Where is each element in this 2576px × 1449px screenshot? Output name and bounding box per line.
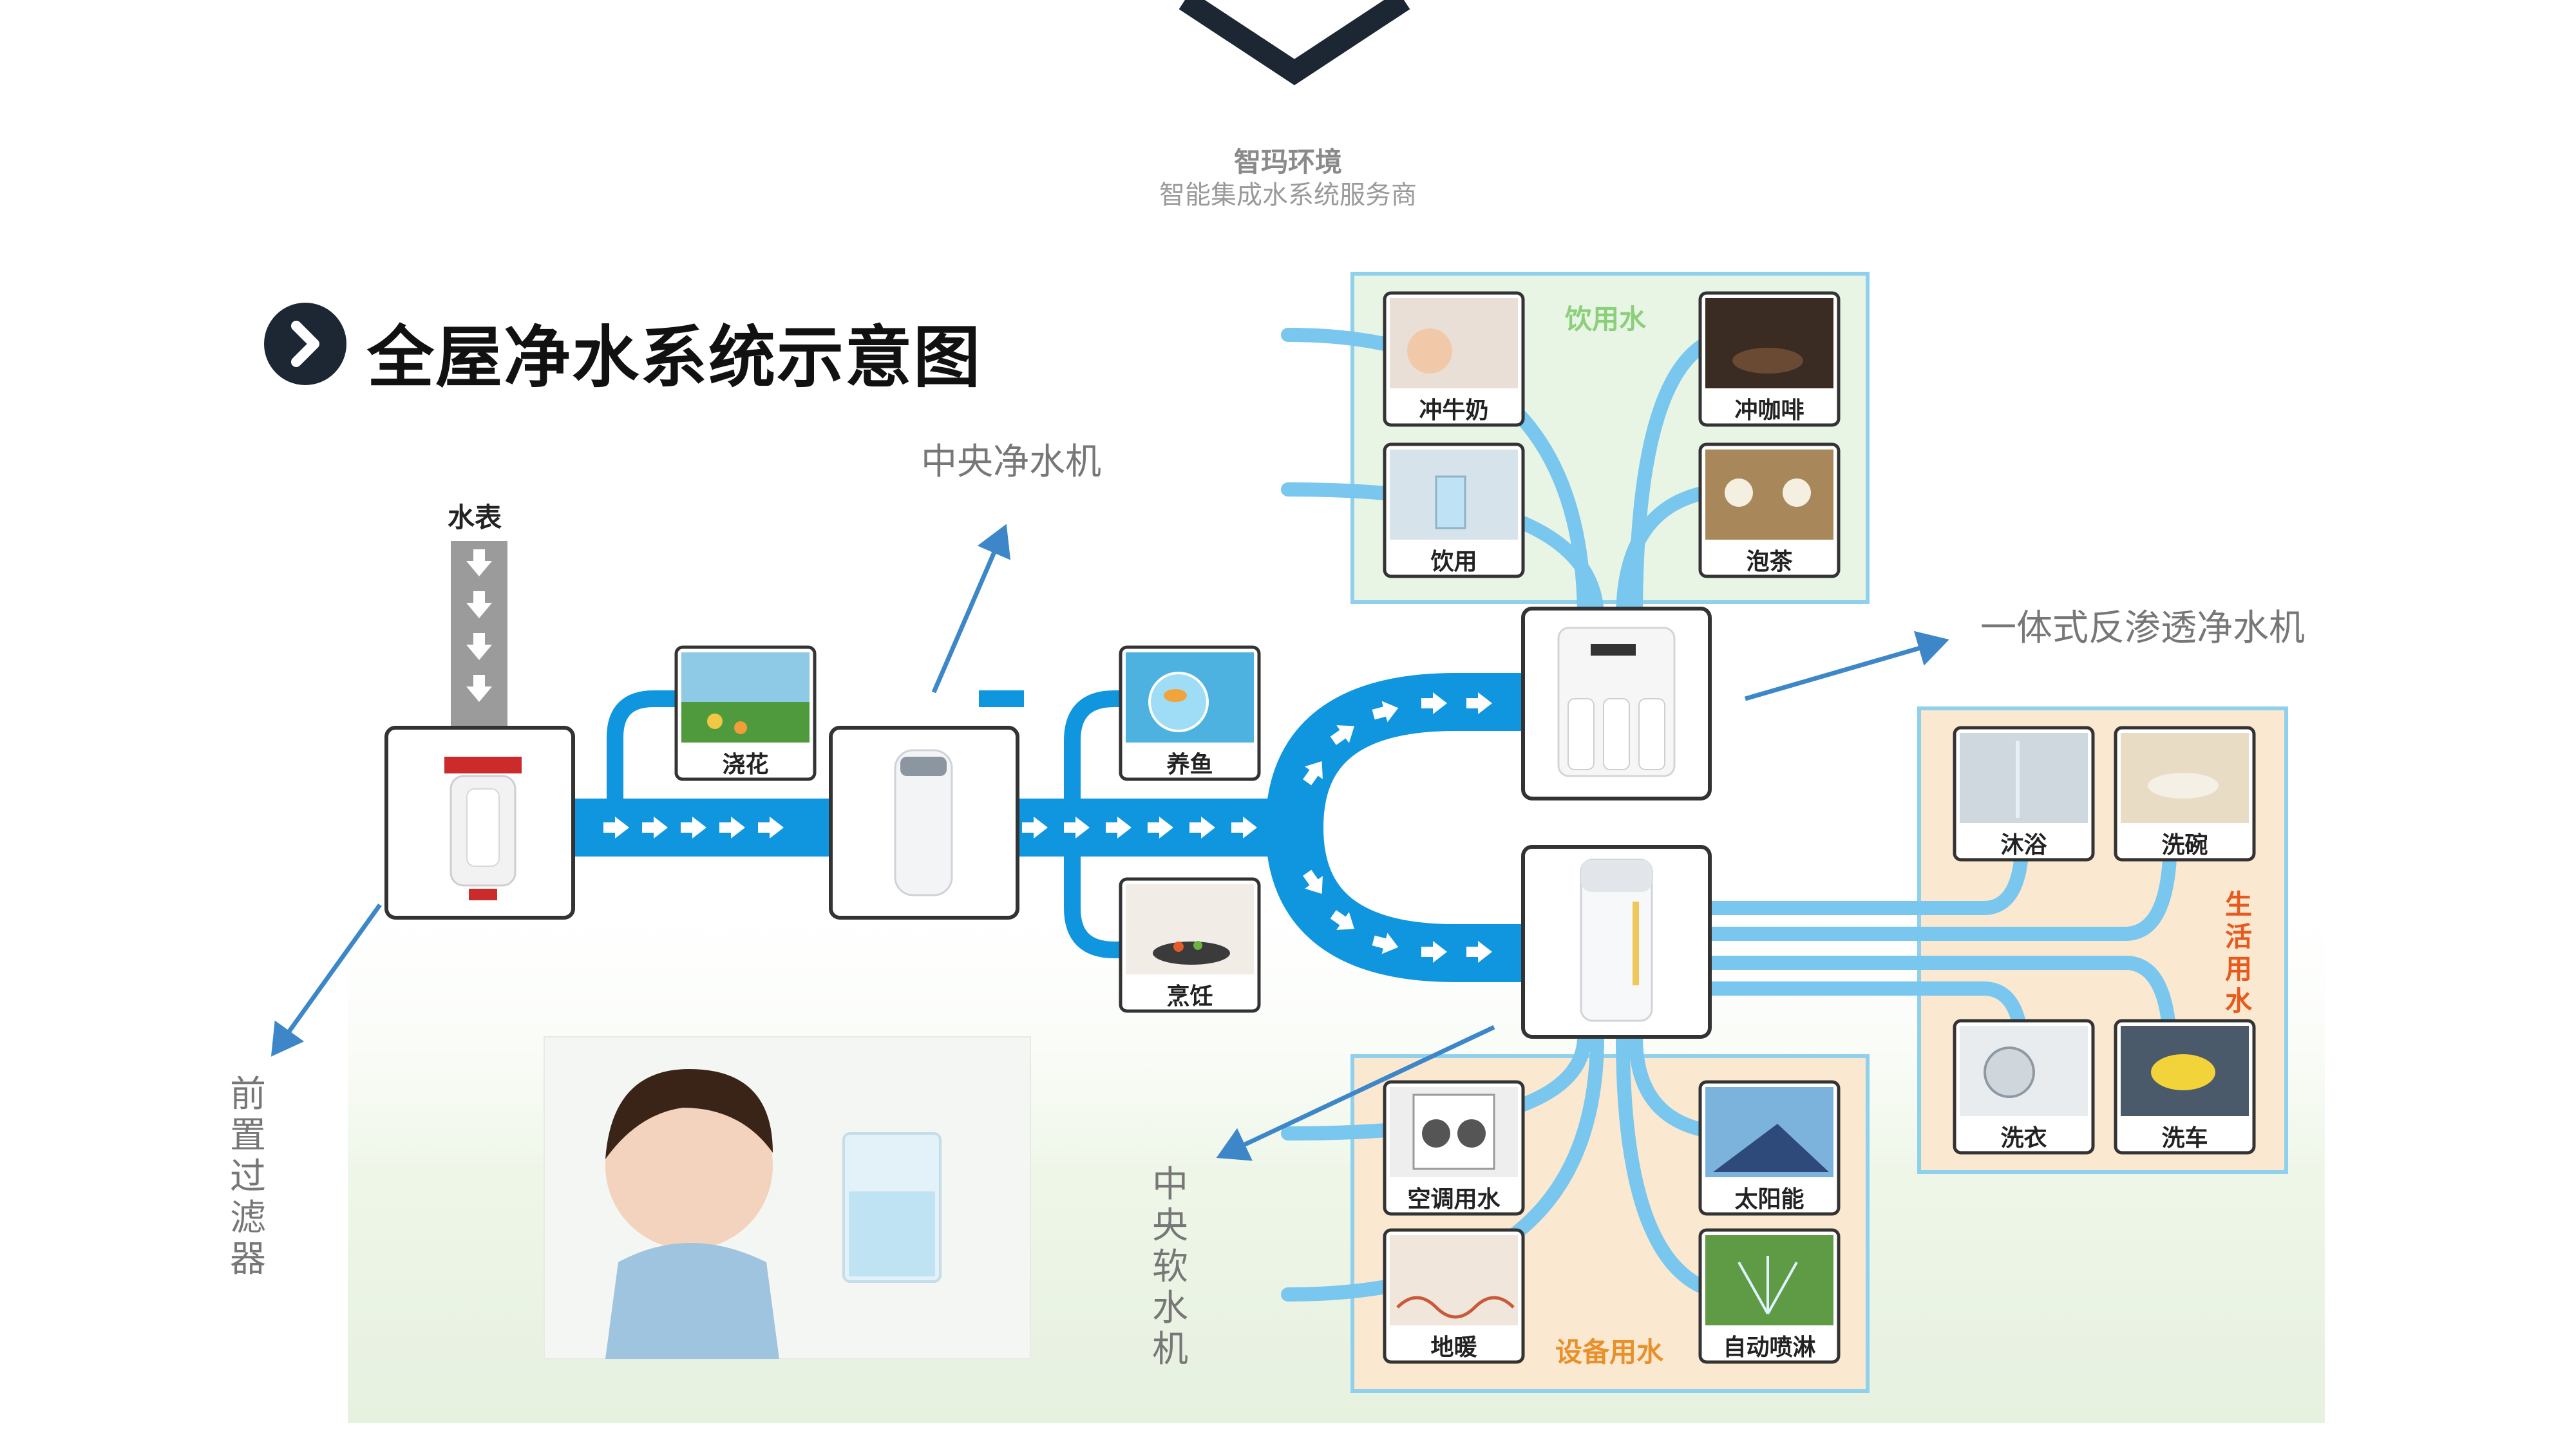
tile-solar <box>1698 1080 1841 1216</box>
callout-softener: 中央软水机 <box>1152 1164 1188 1370</box>
zone-title-living: 生活用水 <box>2225 889 2253 1017</box>
tile-label-solar: 太阳能 <box>1734 1186 1804 1213</box>
header-chevron <box>1179 0 1410 86</box>
tile-drinking <box>1383 442 1525 578</box>
tile-label-sprinkler: 自动喷淋 <box>1723 1334 1816 1361</box>
tile-carwash <box>2114 1019 2256 1155</box>
company-tagline: 智能集成水系统服务商 <box>1159 180 1417 210</box>
page-title: 全屋净水系统示意图 <box>367 318 982 397</box>
tile-label-aircon: 空调用水 <box>1407 1186 1501 1213</box>
zone-title-drinking: 饮用水 <box>1565 303 1647 335</box>
title-badge <box>264 303 346 385</box>
callout-central-purifier: 中央净水机 <box>921 441 1101 483</box>
pre-filter-head <box>444 757 522 773</box>
chevron-right-icon <box>291 321 319 367</box>
tile-coffee <box>1698 291 1841 427</box>
tile-label-floorheat: 地暖 <box>1430 1334 1477 1361</box>
tile-label-tea: 泡茶 <box>1746 548 1793 575</box>
callout-pre-filter: 前置过滤器 <box>230 1074 266 1280</box>
tile-floorheat <box>1383 1228 1525 1364</box>
water-meter-label: 水表 <box>448 502 502 533</box>
tile-cooking <box>1119 877 1261 1013</box>
ro-purifier-box <box>1521 607 1712 800</box>
tile-label-drink: 饮用 <box>1430 548 1477 575</box>
company-name: 智玛环境 <box>1233 146 1342 178</box>
pre-filter-box <box>384 726 575 920</box>
tile-label-watering: 浇花 <box>722 751 769 778</box>
tile-label-fish: 养鱼 <box>1166 751 1213 778</box>
tile-label-cooking: 烹饪 <box>1166 983 1213 1010</box>
tile-tea <box>1698 442 1841 578</box>
tile-fish <box>1119 645 1261 781</box>
water-meter-column <box>451 541 507 728</box>
child-photo <box>544 1036 1031 1359</box>
softener-box <box>1521 845 1712 1039</box>
tile-sprinkler <box>1698 1228 1841 1364</box>
tile-aircon <box>1383 1080 1525 1216</box>
callout-arrows <box>270 524 1949 1161</box>
central-purifier-box <box>829 726 1019 920</box>
tile-label-carwash: 洗车 <box>2161 1124 2208 1151</box>
tile-label-coffee: 冲咖啡 <box>1734 397 1804 424</box>
callout-ro-purifier: 一体式反渗透净水机 <box>1980 607 2305 649</box>
tile-label-laundry: 洗衣 <box>2000 1124 2047 1151</box>
tile-milk <box>1383 291 1525 427</box>
zone-title-equipment: 设备用水 <box>1555 1336 1664 1368</box>
tile-shower <box>1953 726 2095 862</box>
tile-watering <box>674 645 817 781</box>
tile-dishes <box>2114 726 2256 862</box>
tile-label-dishes: 洗碗 <box>2161 831 2208 858</box>
tile-label-shower: 沐浴 <box>2000 831 2047 858</box>
tile-label-milk: 冲牛奶 <box>1419 397 1489 424</box>
tile-laundry <box>1953 1019 2095 1155</box>
